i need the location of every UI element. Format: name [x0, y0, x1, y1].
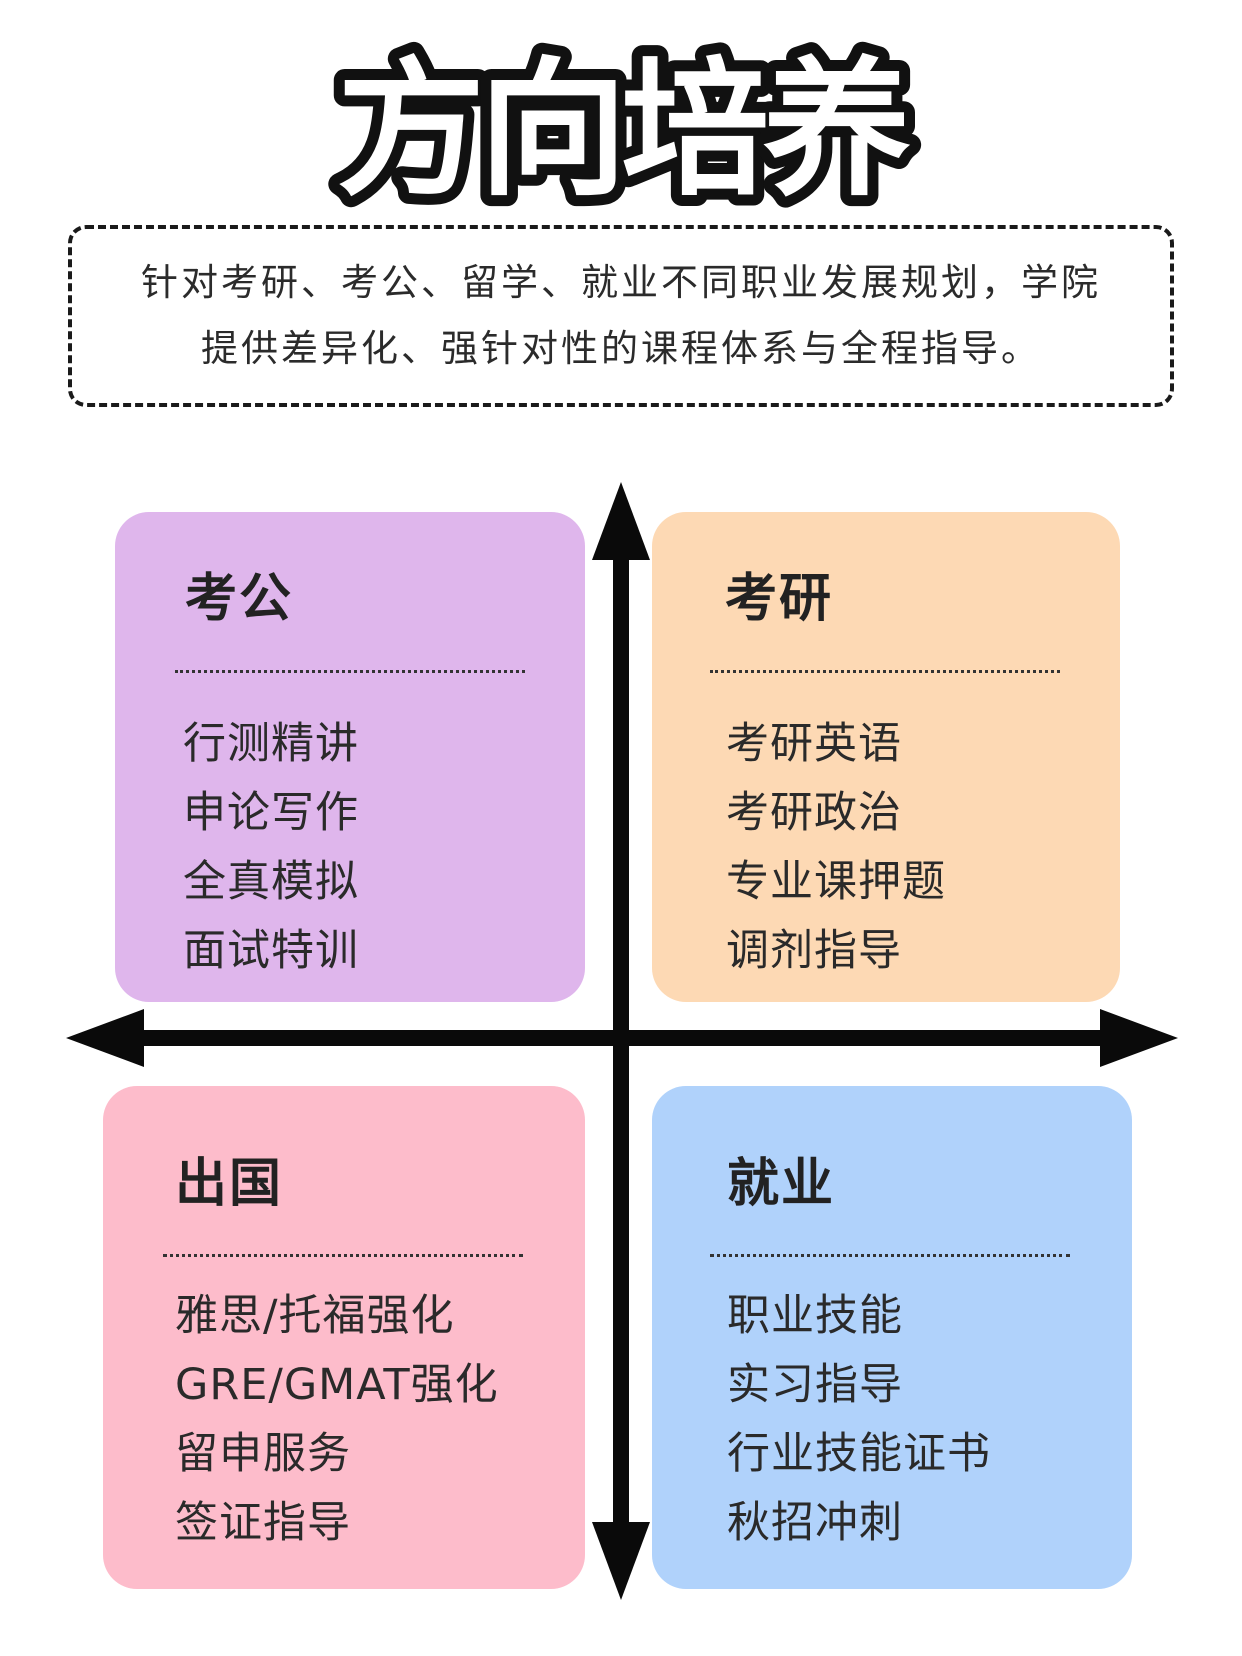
page-title-graphic: 方向培养 方向培养	[326, 36, 928, 216]
page-title-outline: 方向培养	[337, 44, 911, 216]
list-item: 面试特训	[183, 926, 359, 976]
axis-arrow-left-icon	[66, 1009, 144, 1067]
list-item: 专业课押题	[726, 857, 946, 907]
list-item: 调剂指导	[726, 926, 902, 976]
card-kaogong-title: 考公	[185, 569, 294, 629]
axis-arrow-down-icon	[592, 1522, 650, 1600]
list-item: 留申服务	[175, 1429, 351, 1479]
card-chuguo-title: 出国	[175, 1154, 284, 1214]
card-chuguo-divider	[163, 1254, 523, 1257]
list-item: 签证指导	[175, 1498, 351, 1548]
intro-text: 针对考研、考公、留学、就业不同职业发展规划，学院提供差异化、强针对性的课程体系与…	[141, 261, 1101, 370]
list-item: 职业技能	[727, 1291, 903, 1341]
card-kaoyan-title: 考研	[725, 569, 834, 629]
card-kaoyan: 考研 考研英语 考研政治 专业课押题 调剂指导	[652, 512, 1120, 1002]
list-item: GRE/GMAT强化	[175, 1360, 499, 1410]
list-item: 行测精讲	[183, 719, 359, 769]
list-item: 实习指导	[727, 1360, 903, 1410]
list-item: 秋招冲刺	[727, 1498, 903, 1548]
card-kaogong-list: 行测精讲 申论写作 全真模拟 面试特训	[183, 710, 359, 986]
list-item: 全真模拟	[183, 857, 359, 907]
page-title: 方向培养 方向培养	[0, 36, 1242, 216]
card-kaoyan-divider	[710, 670, 1060, 673]
axis-arrow-right-icon	[1100, 1009, 1178, 1067]
card-jiuye-title: 就业	[727, 1154, 836, 1214]
intro-box: 针对考研、考公、留学、就业不同职业发展规划，学院提供差异化、强针对性的课程体系与…	[68, 225, 1174, 407]
list-item: 雅思/托福强化	[175, 1291, 455, 1341]
list-item: 申论写作	[183, 788, 359, 838]
page-title-text: 方向培养	[337, 44, 911, 216]
card-kaoyan-list: 考研英语 考研政治 专业课押题 调剂指导	[726, 710, 946, 986]
card-kaogong: 考公 行测精讲 申论写作 全真模拟 面试特训	[115, 512, 585, 1002]
card-jiuye-divider	[710, 1254, 1070, 1257]
list-item: 考研政治	[726, 788, 902, 838]
list-item: 行业技能证书	[727, 1429, 991, 1479]
card-jiuye-list: 职业技能 实习指导 行业技能证书 秋招冲刺	[727, 1282, 991, 1558]
card-jiuye: 就业 职业技能 实习指导 行业技能证书 秋招冲刺	[652, 1086, 1132, 1589]
card-kaogong-divider	[175, 670, 525, 673]
list-item: 考研英语	[726, 719, 902, 769]
card-chuguo-list: 雅思/托福强化 GRE/GMAT强化 留申服务 签证指导	[175, 1282, 499, 1558]
card-chuguo: 出国 雅思/托福强化 GRE/GMAT强化 留申服务 签证指导	[103, 1086, 585, 1589]
axis-arrow-up-icon	[592, 482, 650, 560]
